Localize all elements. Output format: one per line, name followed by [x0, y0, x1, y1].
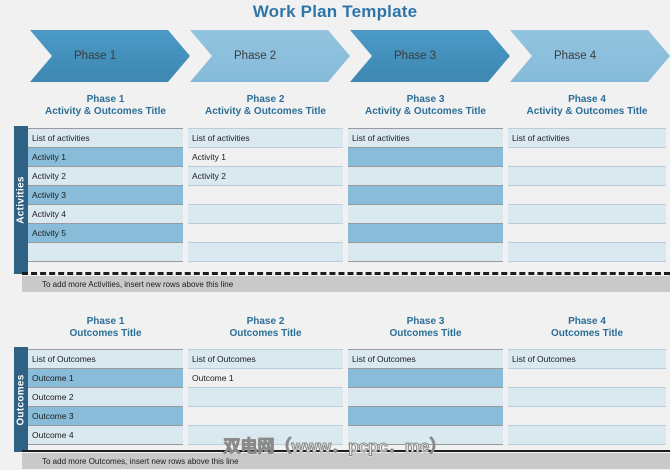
- outcomes-col-header-4-title: Outcomes Title: [550, 328, 624, 339]
- outcomes-cell[interactable]: [348, 425, 503, 445]
- outcomes-insert-divider: [22, 450, 670, 452]
- activities-cell[interactable]: [348, 204, 503, 224]
- activities-col-header-1: Phase 1 Activity & Outcomes Title: [28, 94, 183, 118]
- activities-cell[interactable]: List of activities: [28, 128, 183, 148]
- activities-col-header-4-phase: Phase 4: [568, 94, 606, 105]
- activities-column-2: List of activities Activity 1 Activity 2: [188, 128, 343, 262]
- phase-chevron-row: Phase 1 Phase 2 Phase 3 Phase 4: [0, 30, 670, 82]
- activities-side-label: Activities: [15, 176, 27, 224]
- outcomes-col-header-4-phase: Phase 4: [568, 316, 606, 327]
- outcomes-cell[interactable]: Outcome 4: [28, 425, 183, 445]
- activities-cell[interactable]: List of activities: [188, 128, 343, 148]
- activities-cell[interactable]: [188, 185, 343, 205]
- activities-cell[interactable]: [508, 242, 666, 262]
- activities-cell[interactable]: List of activities: [508, 128, 666, 148]
- activities-col-header-3-title: Activity & Outcomes Title: [365, 106, 486, 117]
- activities-col-header-3-phase: Phase 3: [406, 94, 445, 105]
- outcomes-cell[interactable]: Outcome 2: [28, 387, 183, 407]
- outcomes-cell[interactable]: List of Outcomes: [188, 349, 343, 369]
- outcomes-cell[interactable]: [348, 406, 503, 426]
- outcomes-cell[interactable]: [188, 425, 343, 445]
- outcomes-cell[interactable]: List of Outcomes: [348, 349, 503, 369]
- outcomes-cell[interactable]: List of Outcomes: [28, 349, 183, 369]
- outcomes-column-1: List of Outcomes Outcome 1 Outcome 2 Out…: [28, 349, 183, 445]
- outcomes-col-header-1-phase: Phase 1: [86, 316, 125, 327]
- outcomes-column-3: List of Outcomes: [348, 349, 503, 445]
- activities-cell[interactable]: [188, 204, 343, 224]
- activities-side-label-bar: Activities: [14, 126, 28, 274]
- activities-cell[interactable]: [28, 242, 183, 262]
- outcomes-cell[interactable]: Outcome 3: [28, 406, 183, 426]
- outcomes-column-2: List of Outcomes Outcome 1: [188, 349, 343, 445]
- activities-insert-divider: [22, 272, 670, 275]
- outcomes-side-label-bar: Outcomes: [14, 347, 28, 452]
- activities-cell[interactable]: [508, 185, 666, 205]
- activities-col-header-2-phase: Phase 2: [246, 94, 285, 105]
- activities-col-header-1-phase: Phase 1: [86, 94, 125, 105]
- activities-cell[interactable]: Activity 1: [188, 147, 343, 167]
- activities-col-header-2-title: Activity & Outcomes Title: [205, 106, 326, 117]
- outcomes-cell[interactable]: Outcome 1: [28, 368, 183, 388]
- activities-cell[interactable]: [188, 242, 343, 262]
- phase-chevron-4[interactable]: Phase 4: [510, 30, 670, 82]
- activities-col-header-4: Phase 4 Activity & Outcomes Title: [508, 94, 666, 118]
- outcomes-cell[interactable]: [348, 368, 503, 388]
- outcomes-cell[interactable]: [348, 387, 503, 407]
- activities-col-header-2: Phase 2 Activity & Outcomes Title: [188, 94, 343, 118]
- activities-col-header-3: Phase 3 Activity & Outcomes Title: [348, 94, 503, 118]
- activities-cell[interactable]: [508, 204, 666, 224]
- page-title: Work Plan Template: [252, 2, 418, 21]
- phase-chevron-2-label: Phase 2: [234, 50, 277, 62]
- phase-chevron-1[interactable]: Phase 1: [30, 30, 190, 82]
- outcomes-cell[interactable]: [508, 387, 666, 407]
- activities-cell[interactable]: Activity 1: [28, 147, 183, 167]
- outcomes-col-header-3: Phase 3 Outcomes Title: [348, 316, 503, 340]
- activities-cell[interactable]: Activity 2: [28, 166, 183, 186]
- activities-cell[interactable]: Activity 5: [28, 223, 183, 243]
- activities-cell[interactable]: [348, 242, 503, 262]
- activities-col-header-4-title: Activity & Outcomes Title: [526, 106, 648, 117]
- outcomes-cell[interactable]: [188, 406, 343, 426]
- phase-chevron-3[interactable]: Phase 3: [350, 30, 510, 82]
- activities-cell[interactable]: [508, 223, 666, 243]
- outcomes-cell[interactable]: List of Outcomes: [508, 349, 666, 369]
- phase-chevron-4-label: Phase 4: [554, 50, 597, 62]
- outcomes-col-header-3-phase: Phase 3: [406, 316, 445, 327]
- outcomes-col-header-4: Phase 4 Outcomes Title: [508, 316, 666, 340]
- phase-chevron-2[interactable]: Phase 2: [190, 30, 350, 82]
- outcomes-side-label: Outcomes: [15, 373, 27, 426]
- outcomes-col-header-2-phase: Phase 2: [246, 316, 285, 327]
- phase-chevron-3-label: Phase 3: [394, 50, 437, 62]
- outcomes-cell[interactable]: [508, 406, 666, 426]
- activities-cell[interactable]: [508, 166, 666, 186]
- outcomes-col-header-1-title: Outcomes Title: [69, 328, 142, 339]
- activities-cell[interactable]: List of activities: [348, 128, 503, 148]
- activities-cell[interactable]: [348, 223, 503, 243]
- outcomes-col-header-2: Phase 2 Outcomes Title: [188, 316, 343, 340]
- outcomes-cell[interactable]: [508, 368, 666, 388]
- activities-footer-note: To add more Activities, insert new rows …: [22, 276, 670, 292]
- outcomes-col-header-1: Phase 1 Outcomes Title: [28, 316, 183, 340]
- activities-column-1: List of activities Activity 1 Activity 2…: [28, 128, 183, 262]
- activities-col-header-1-title: Activity & Outcomes Title: [45, 106, 166, 117]
- outcomes-column-4: List of Outcomes: [508, 349, 666, 445]
- outcomes-cell[interactable]: [508, 425, 666, 445]
- outcomes-col-header-2-title: Outcomes Title: [229, 328, 302, 339]
- outcomes-col-header-3-title: Outcomes Title: [389, 328, 462, 339]
- outcomes-cell[interactable]: Outcome 1: [188, 368, 343, 388]
- phase-chevron-1-label: Phase 1: [74, 50, 117, 62]
- activities-cell[interactable]: Activity 2: [188, 166, 343, 186]
- activities-cell[interactable]: Activity 4: [28, 204, 183, 224]
- activities-cell[interactable]: Activity 3: [28, 185, 183, 205]
- outcomes-cell[interactable]: [188, 387, 343, 407]
- activities-cell[interactable]: [348, 185, 503, 205]
- activities-cell[interactable]: [188, 223, 343, 243]
- activities-cell[interactable]: [508, 147, 666, 167]
- outcomes-footer-note: To add more Outcomes, insert new rows ab…: [22, 453, 670, 469]
- activities-cell[interactable]: [348, 166, 503, 186]
- activities-column-4: List of activities: [508, 128, 666, 262]
- activities-cell[interactable]: [348, 147, 503, 167]
- activities-column-3: List of activities: [348, 128, 503, 262]
